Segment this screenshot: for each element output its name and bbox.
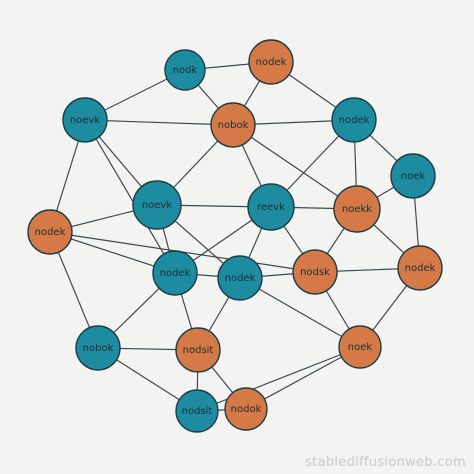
node-circle <box>175 327 221 373</box>
node-label: nodek <box>256 57 287 68</box>
node-label: noek <box>401 171 426 182</box>
node-label: nodsit <box>183 345 214 356</box>
node-label: nodk <box>173 65 198 76</box>
node-n6: noek <box>390 153 436 199</box>
node-label: reevk <box>257 202 285 213</box>
node-label: nodsk <box>300 267 330 278</box>
node-label: nodsit <box>182 406 213 417</box>
edge-line <box>84 119 176 274</box>
edge-line <box>84 119 234 126</box>
edge-line <box>239 277 361 348</box>
node-circle <box>338 325 382 369</box>
node-n14: nodek <box>397 245 443 291</box>
node-n20: nodok <box>224 387 268 431</box>
node-n3: noevk <box>62 97 108 143</box>
node-circle <box>152 250 198 296</box>
nodes-layer: nodk nodek noevk nobok nodek noek noevk reevk no… <box>27 39 443 433</box>
node-label: noek <box>348 342 373 353</box>
node-label: noekk <box>342 204 372 215</box>
node-circle <box>292 249 338 295</box>
node-label: nodok <box>231 404 262 415</box>
node-n16: nobok <box>75 325 121 371</box>
node-n2: nodek <box>248 39 294 85</box>
node-label: nodek <box>225 273 256 284</box>
node-label: nodek <box>35 227 66 238</box>
node-circle <box>75 325 121 371</box>
node-label: noevk <box>70 115 101 126</box>
node-circle <box>248 39 294 85</box>
node-label: nobok <box>83 343 114 354</box>
node-n19: nodsit <box>175 389 219 433</box>
node-label: nodek <box>339 115 370 126</box>
node-circle <box>217 255 263 301</box>
node-circle <box>390 153 436 199</box>
node-circle <box>224 387 268 431</box>
node-n8: reevk <box>247 183 295 231</box>
node-circle <box>164 49 206 91</box>
node-label: noevk <box>142 200 173 211</box>
node-circle <box>397 245 443 291</box>
node-label: nodek <box>160 268 191 279</box>
node-circle <box>62 97 108 143</box>
node-n1: nodk <box>164 49 206 91</box>
node-label: nodek <box>405 263 436 274</box>
node-n9: noekk <box>333 185 381 233</box>
node-n17: nodsit <box>175 327 221 373</box>
node-n4: nobok <box>210 102 256 148</box>
node-circle <box>333 185 381 233</box>
node-n10: nodek <box>27 209 73 255</box>
edge-line <box>232 124 358 210</box>
node-n13: nodsk <box>292 249 338 295</box>
node-n11: nodek <box>152 250 198 296</box>
node-n12: nodek <box>217 255 263 301</box>
node-circle <box>247 183 295 231</box>
node-n7: noevk <box>132 180 182 230</box>
node-circle <box>331 97 377 143</box>
node-circle <box>210 102 256 148</box>
node-circle <box>27 209 73 255</box>
node-circle <box>175 389 219 433</box>
node-n15: noek <box>338 325 382 369</box>
watermark-text: stablediffusionweb.com <box>305 455 466 470</box>
node-n5: nodek <box>331 97 377 143</box>
node-circle <box>132 180 182 230</box>
node-label: nobok <box>218 120 249 131</box>
edge-line <box>196 346 361 412</box>
